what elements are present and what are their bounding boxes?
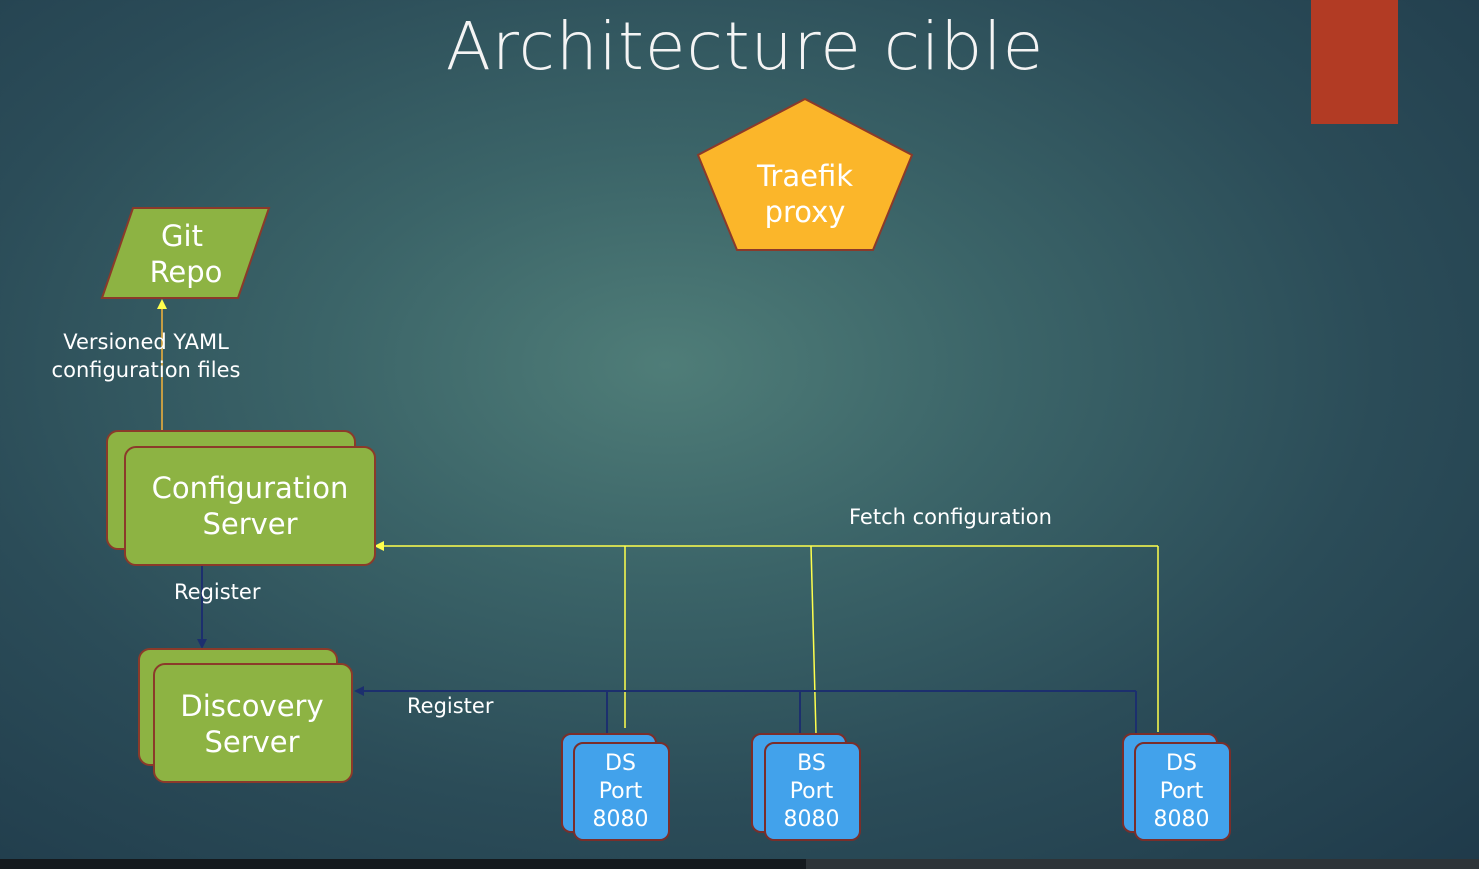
config-server-label: Configuration Server — [126, 470, 374, 542]
fetch-label: Fetch configuration — [849, 505, 1052, 529]
config-server-line1: Configuration — [151, 471, 349, 505]
discovery-server-box — [153, 663, 353, 783]
slide-title: Architecture cible — [445, 8, 1045, 85]
service-bs-name: BS — [797, 751, 826, 776]
fetch-connectors — [374, 541, 1159, 735]
discovery-server-line1: Discovery — [180, 689, 324, 723]
service-bs-port: 8080 — [783, 807, 840, 832]
service-bs-label: BS Port 8080 — [764, 750, 859, 834]
yaml-label: Versioned YAML configuration files — [36, 328, 256, 384]
service-ds-2-name: DS — [1166, 751, 1197, 776]
traefik-pentagon — [696, 97, 914, 251]
service-ds-1-port: 8080 — [592, 807, 649, 832]
register-connectors — [354, 686, 1137, 733]
accent-block — [1311, 0, 1398, 124]
register-label-services: Register — [407, 694, 494, 718]
service-ds-2-port: 8080 — [1153, 807, 1210, 832]
yaml-line1: Versioned YAML — [63, 330, 229, 354]
service-bs-port-label: Port — [789, 779, 834, 804]
git-repo-line1: Git — [161, 219, 203, 253]
config-server-box — [124, 446, 376, 566]
yaml-line2: configuration files — [51, 358, 241, 382]
discovery-server-line2: Server — [204, 725, 300, 759]
config-server-line2: Server — [202, 507, 298, 541]
service-bs-box — [764, 742, 861, 841]
traefik-line2: proxy — [764, 195, 846, 229]
git-repo-line2: Repo — [149, 255, 223, 289]
service-ds-1-label: DS Port 8080 — [573, 750, 668, 834]
discovery-server-label: Discovery Server — [153, 688, 351, 760]
traefik-label: Traefik proxy — [730, 158, 880, 230]
service-ds-1-port-label: Port — [598, 779, 643, 804]
progress-fill — [0, 859, 806, 869]
service-ds-1-box — [573, 742, 670, 841]
service-ds-2-box — [1134, 742, 1231, 841]
bottom-bar — [0, 859, 1479, 869]
service-ds-2-port-label: Port — [1159, 779, 1204, 804]
service-ds-1-name: DS — [605, 751, 636, 776]
git-repo-parallelogram — [100, 207, 271, 299]
traefik-line1: Traefik — [756, 159, 854, 193]
git-repo-label: Git Repo — [116, 218, 256, 290]
service-ds-2-label: DS Port 8080 — [1134, 750, 1229, 834]
register-label-config: Register — [174, 580, 261, 604]
